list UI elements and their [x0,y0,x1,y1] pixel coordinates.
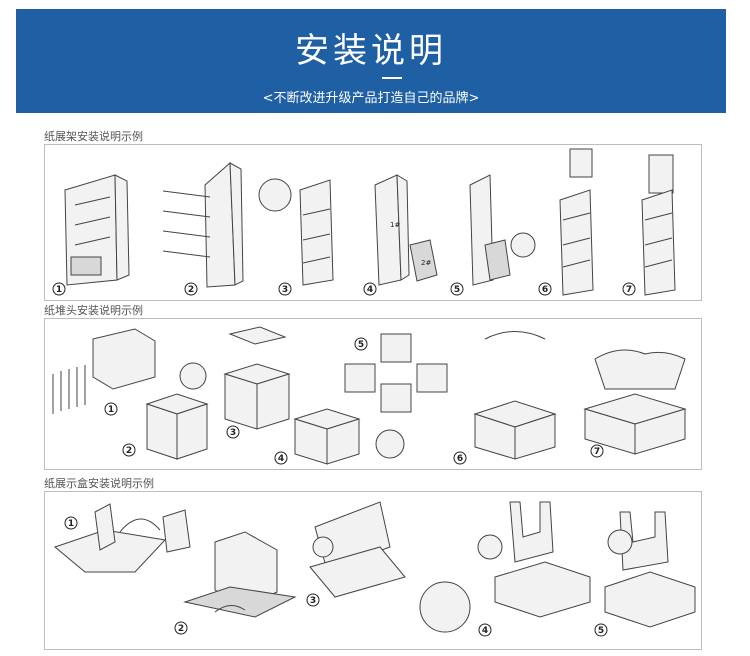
step-number-badge: 3 [306,593,320,607]
svg-text:1: 1 [68,519,74,529]
step-number-badge: 3 [278,282,292,296]
stack-step-1-drawing [52,328,156,414]
svg-text:5: 5 [598,626,604,636]
rack-step-3-drawing [258,178,334,286]
svg-text:7: 7 [594,447,600,457]
step-number-badge: 5 [354,337,368,351]
step-number-badge: 6 [538,282,552,296]
svg-text:6: 6 [542,285,548,295]
step-number-badge: 4 [478,623,492,637]
rack-step-2-drawing [162,161,244,288]
box-step-4-drawing [419,501,591,633]
step-number-badge: 2 [174,621,188,635]
stack-step-7-drawing [583,349,687,455]
display-box-steps-illustration: 1 2 3 4 5 [53,501,696,637]
stack-step-6-drawing [473,331,557,460]
svg-text:1: 1 [56,285,62,295]
step-number-badge: 6 [453,451,467,465]
svg-text:4: 4 [278,454,284,464]
svg-text:3: 3 [310,596,316,606]
stack-step-3-drawing [223,326,291,430]
step-number-badge: 4 [363,282,377,296]
svg-text:5: 5 [358,340,364,350]
rack-step-4-drawing: 1# 2# [374,174,438,286]
title-divider [382,77,402,79]
step-number-badge: 3 [226,425,240,439]
svg-text:1: 1 [108,405,114,415]
step-number-badge: 2 [122,443,136,457]
svg-text:4: 4 [482,626,488,636]
section-label-display-box: 纸展示盒安装说明示例 [44,477,154,490]
step-number-badge: 5 [594,623,608,637]
step-number-badges: 1 2 3 4 5 6 7 [52,282,636,296]
panel-display-rack: 1# 2# 1 2 3 4 5 6 7 [44,144,702,301]
panel-floor-stack: 1 2 3 4 5 6 7 [44,318,702,470]
display-rack-steps-illustration: 1# 2# 1 2 3 4 5 6 7 [52,148,676,296]
page-subtitle: <不断改进升级产品打造自己的品牌> [262,91,480,106]
svg-text:6: 6 [457,454,463,464]
box-step-2-drawing [183,531,297,618]
svg-text:2: 2 [188,285,194,295]
rack-step-6-drawing [559,148,594,296]
box-step-5-drawing [604,511,696,628]
label-part-2: 2# [421,259,431,267]
panel-display-box: 1 2 3 4 5 [44,491,702,650]
label-part-1: 1# [390,221,400,229]
step-number-badge: 1 [104,402,118,416]
svg-text:3: 3 [230,428,236,438]
box-step-3-drawing [309,501,406,598]
section-label-display-rack: 纸展架安装说明示例 [44,130,143,143]
step-number-badge: 4 [274,451,288,465]
svg-text:4: 4 [367,285,373,295]
svg-text:2: 2 [178,624,184,634]
step-number-badges: 1 2 3 4 5 6 7 [104,337,604,465]
step-number-badges: 1 2 3 4 5 [64,516,608,637]
step-number-badge: 7 [622,282,636,296]
step-number-badge: 1 [52,282,66,296]
svg-text:3: 3 [282,285,288,295]
rack-step-1-drawing [64,174,130,286]
step-number-badge: 5 [450,282,464,296]
step-number-badge: 1 [64,516,78,530]
svg-text:5: 5 [454,285,460,295]
box-step-1-drawing [53,503,191,573]
stack-step-4-drawing [293,408,405,465]
header-banner: 安装说明 <不断改进升级产品打造自己的品牌> [16,9,726,113]
section-label-floor-stack: 纸堆头安装说明示例 [44,304,143,317]
rack-step-5-drawing [469,174,536,286]
stack-step-5-drawing [344,333,448,413]
svg-text:7: 7 [626,285,632,295]
svg-text:2: 2 [126,446,132,456]
rack-step-7-drawing [641,154,676,296]
floor-stack-steps-illustration: 1 2 3 4 5 6 7 [52,326,687,465]
stack-step-2-drawing [145,362,209,460]
page-title: 安装说明 [295,31,447,71]
step-number-badge: 2 [184,282,198,296]
step-number-badge: 7 [590,444,604,458]
